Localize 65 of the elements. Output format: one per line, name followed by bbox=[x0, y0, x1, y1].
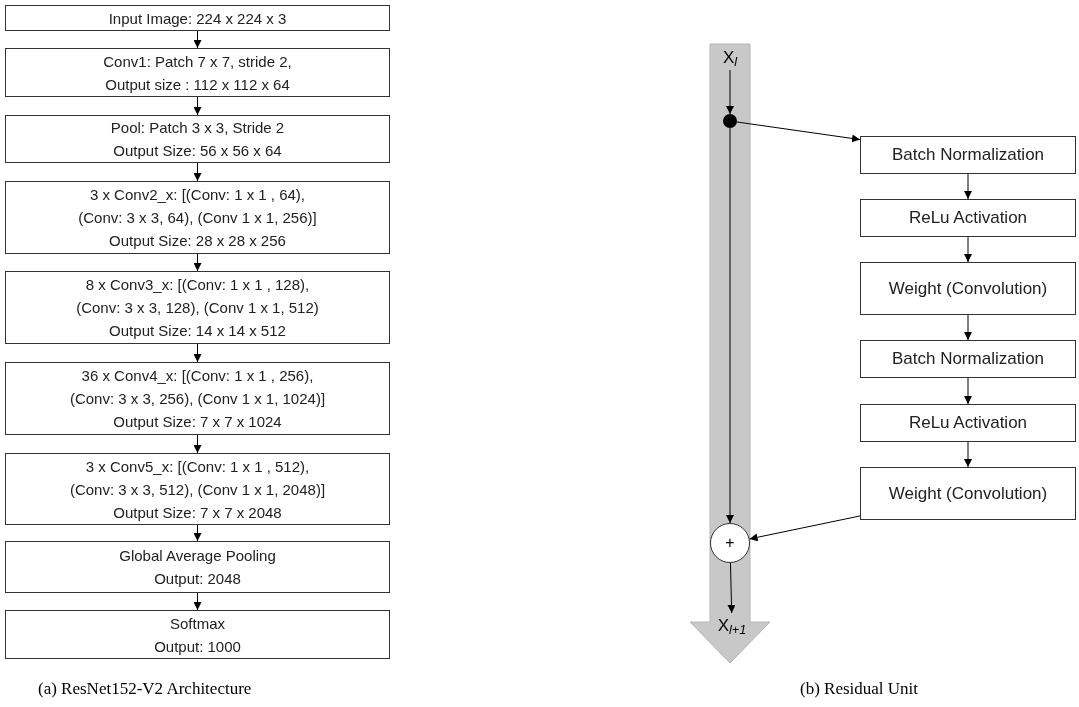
process-box bbox=[5, 610, 390, 659]
box-text: 3 x Conv5_x: [(Conv: 1 x 1 , 512), bbox=[85, 456, 310, 477]
arrow bbox=[726, 127, 734, 524]
variable-label: X$_{l+1}$ bbox=[717, 615, 747, 639]
process-box bbox=[860, 467, 1076, 520]
process-box bbox=[860, 340, 1076, 378]
process-box bbox=[5, 362, 390, 435]
box-text: Output Size: 7 x 7 x 2048 bbox=[113, 502, 282, 523]
box-text: Output: 1000 bbox=[154, 636, 241, 657]
arrow bbox=[193, 434, 202, 454]
figure-caption: (b) Residual Unit bbox=[800, 678, 919, 700]
arrow bbox=[193, 253, 202, 272]
box-text: Output: 2048 bbox=[154, 569, 241, 589]
variable-label: X$_{l}$ bbox=[722, 47, 738, 71]
box-text: Global Average Pooling bbox=[119, 546, 276, 566]
box-text: Output size : 112 x 112 x 64 bbox=[105, 74, 290, 95]
process-box bbox=[5, 5, 390, 31]
arrow bbox=[193, 30, 202, 49]
box-text: Conv1: Patch 7 x 7, stride 2, bbox=[103, 51, 292, 72]
process-box bbox=[5, 48, 390, 97]
box-text: 8 x Conv3_x: [(Conv: 1 x 1 , 128), bbox=[85, 275, 310, 295]
process-box bbox=[860, 262, 1076, 315]
arrow bbox=[726, 69, 734, 115]
box-text: (Conv: 3 x 3, 64), (Conv 1 x 1, 256)] bbox=[78, 208, 317, 228]
process-box bbox=[860, 136, 1076, 174]
arrow bbox=[193, 524, 202, 542]
box-text: Softmax bbox=[170, 613, 225, 634]
box-text: (Conv: 3 x 3, 512), (Conv 1 x 1, 2048)] bbox=[69, 479, 326, 500]
box-text: ReLu Activation bbox=[907, 207, 1029, 229]
box-text: 3 x Conv2_x: [(Conv: 1 x 1 , 64), bbox=[89, 185, 306, 205]
box-text: (Conv: 3 x 3, 256), (Conv 1 x 1, 1024)] bbox=[69, 389, 326, 409]
box-text: Batch Normalization bbox=[890, 144, 1046, 166]
process-box bbox=[5, 271, 390, 344]
process-box bbox=[5, 453, 390, 525]
box-text: (Conv: 3 x 3, 128), (Conv 1 x 1, 512) bbox=[76, 298, 319, 318]
arrow bbox=[193, 162, 202, 182]
box-text: Input Image: 224 x 224 x 3 bbox=[108, 8, 287, 29]
arrow bbox=[727, 562, 736, 614]
arrow bbox=[193, 592, 202, 611]
box-text: Batch Normalization bbox=[890, 348, 1046, 370]
box-text: Output Size: 28 x 28 x 256 bbox=[109, 231, 286, 251]
arrow bbox=[964, 441, 972, 468]
arrow bbox=[193, 343, 202, 363]
arrow bbox=[964, 236, 972, 263]
process-box bbox=[5, 181, 390, 254]
process-box bbox=[5, 541, 390, 593]
arrow bbox=[964, 314, 972, 341]
plus-sign: + bbox=[725, 533, 735, 553]
box-text: ReLu Activation bbox=[907, 412, 1029, 434]
process-box bbox=[860, 404, 1076, 442]
arrow bbox=[964, 377, 972, 405]
process-box bbox=[5, 115, 390, 163]
box-text: Weight (Convolution) bbox=[887, 277, 1049, 300]
box-text: Output Size: 56 x 56 x 64 bbox=[113, 141, 282, 161]
arrow bbox=[193, 96, 202, 116]
box-text: Output Size: 14 x 14 x 512 bbox=[109, 321, 286, 341]
box-text: 36 x Conv4_x: [(Conv: 1 x 1 , 256), bbox=[81, 366, 314, 386]
arrow bbox=[964, 173, 972, 200]
arrow bbox=[749, 515, 861, 542]
box-text: Weight (Convolution) bbox=[887, 482, 1049, 505]
arrow bbox=[736, 121, 861, 143]
box-text: Output Size: 7 x 7 x 1024 bbox=[113, 412, 282, 432]
box-text: Pool: Patch 3 x 3, Stride 2 bbox=[110, 118, 285, 138]
process-box bbox=[860, 199, 1076, 237]
figure-caption: (a) ResNet152-V2 Architecture bbox=[38, 678, 252, 700]
